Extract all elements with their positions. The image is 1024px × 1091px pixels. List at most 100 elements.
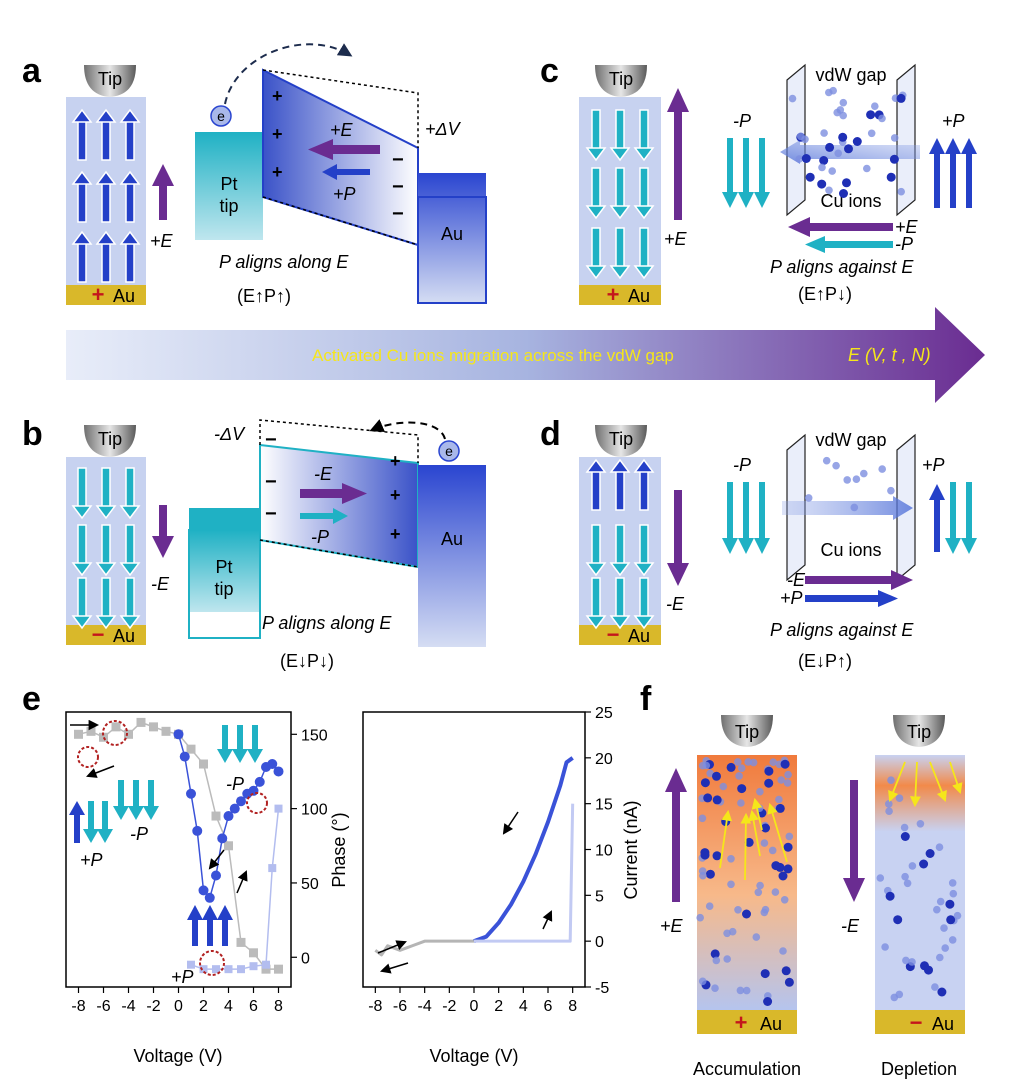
au-label: Au	[113, 626, 135, 646]
cu-ion-dots	[696, 756, 794, 1006]
data-point	[249, 962, 258, 971]
data-point	[236, 796, 246, 807]
x-tick-label: 8	[568, 998, 577, 1015]
au-label: Au	[932, 1014, 954, 1034]
caption: P aligns against E	[770, 257, 914, 277]
highlight-circle	[102, 720, 128, 746]
tip-label: Tip	[98, 69, 122, 89]
tip-label: Tip	[98, 429, 122, 449]
data-point	[74, 729, 83, 739]
cu-ion	[876, 874, 885, 882]
cu-ion	[941, 944, 949, 952]
cu-ion	[948, 879, 957, 887]
tip-label: Tip	[735, 722, 759, 742]
cu-ion	[763, 997, 773, 1006]
cu-ion	[885, 891, 895, 901]
cu-ion	[863, 164, 871, 173]
cu-ion	[887, 486, 895, 495]
vdw-layer	[786, 63, 806, 217]
data-point	[186, 788, 196, 799]
cu-ion	[834, 149, 842, 158]
neg-p-arrows	[722, 138, 770, 208]
cu-ion	[871, 102, 879, 110]
data-point	[268, 864, 277, 873]
cu-ion	[935, 843, 944, 851]
state-label: (E↑P↓)	[798, 284, 852, 304]
data-point	[149, 722, 158, 732]
migration-arrow	[949, 761, 963, 795]
accumulation-label: Accumulation	[693, 1059, 801, 1079]
cu-ions-label: Cu ions	[820, 191, 881, 211]
neg-p-label: -P	[733, 455, 751, 475]
cu-ion	[756, 881, 764, 890]
x-tick-label: 6	[544, 998, 553, 1015]
cu-ion	[893, 915, 903, 925]
cu-ion	[742, 986, 751, 995]
cu-ion	[900, 832, 910, 841]
y-axis-label: Current (nA)	[621, 800, 641, 899]
p-arrow-right	[805, 590, 898, 607]
cu-ion	[925, 849, 935, 858]
cu-ion	[723, 929, 731, 938]
cu-ion	[737, 764, 746, 772]
cu-ion	[710, 949, 720, 959]
bound-charge: −	[265, 503, 277, 525]
cu-ion	[712, 795, 722, 805]
e-arrow-label: +E	[330, 120, 354, 140]
cu-ion	[712, 771, 721, 781]
sweep-arrow	[379, 962, 409, 974]
cu-ion	[832, 461, 840, 470]
p-arrow-label: +P	[333, 184, 356, 204]
cu-ion	[795, 155, 803, 163]
state-label: (E↓P↓)	[280, 651, 334, 671]
cu-ion	[945, 899, 955, 909]
cu-ion	[931, 983, 939, 991]
sweep-arrow	[86, 765, 115, 778]
cu-ion	[801, 135, 809, 144]
data-point	[187, 960, 195, 969]
cu-ion	[838, 132, 848, 142]
neg-p-top-label: -P	[226, 774, 244, 794]
data-point	[229, 803, 240, 814]
cu-ion	[924, 965, 933, 975]
p-arrow-label: -P	[311, 527, 329, 547]
au-electrode	[418, 465, 486, 647]
cu-ion	[900, 823, 909, 832]
cu-ion	[844, 144, 853, 154]
x-tick-label: 2	[494, 998, 503, 1015]
au-band-label: Au	[441, 224, 463, 244]
cu-ions-label: Cu ions	[820, 540, 881, 560]
e-arrow-right	[805, 570, 913, 590]
cu-ion	[699, 871, 707, 880]
neg-p-inset-arrows	[113, 780, 159, 820]
sweep-arrow	[377, 940, 407, 954]
bound-charge: +	[272, 162, 283, 182]
pt-electrode	[189, 530, 260, 612]
migration-arrow	[719, 809, 733, 869]
cu-ion	[940, 924, 948, 932]
field-label: +E	[660, 916, 684, 936]
bound-charge: −	[392, 149, 404, 171]
cu-ion	[949, 889, 958, 898]
migration-arrow	[888, 761, 906, 803]
p-arrow-left	[322, 164, 370, 180]
mixed-inset-arrows	[69, 801, 113, 843]
minus-sign: −	[910, 1010, 923, 1035]
cu-ion	[727, 880, 735, 889]
x-tick-label: 0	[470, 998, 479, 1015]
x-tick-label: -4	[121, 998, 135, 1015]
polarization-arrows-mixed	[586, 459, 654, 629]
x-tick-label: 4	[224, 998, 233, 1015]
cu-ion	[936, 897, 945, 906]
vdw-gap-label: vdW gap	[815, 65, 886, 85]
field-arrow-up	[152, 164, 174, 220]
migration-arrow	[767, 802, 788, 863]
e-arrow-left	[788, 217, 893, 237]
series-line	[473, 756, 574, 944]
cu-ion	[783, 864, 793, 874]
cu-ion	[829, 86, 837, 95]
cu-ion	[817, 179, 827, 189]
cu-ion	[833, 108, 841, 117]
